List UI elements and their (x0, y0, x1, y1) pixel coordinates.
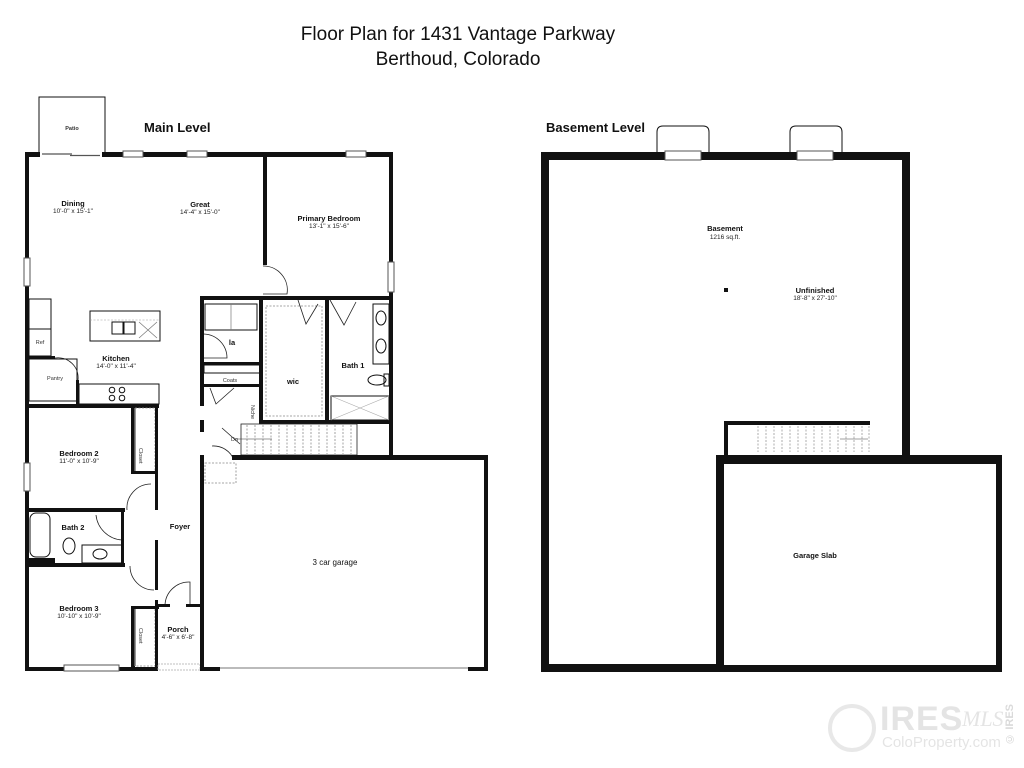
counter-range (78, 383, 160, 405)
basement-level-label: Basement Level (546, 120, 645, 135)
toilet (367, 374, 387, 386)
window (122, 150, 144, 158)
ref-label: Ref (36, 340, 45, 346)
kitchen-island (89, 310, 161, 342)
window (387, 261, 395, 293)
window-well (789, 125, 843, 153)
door-swing (164, 581, 191, 607)
niche-label: Niche (249, 405, 255, 419)
bedroom2-dims: 11'-0" x 10'-9" (59, 458, 99, 465)
support-post (724, 288, 728, 292)
dining-dims: 10'-0" x 15'-1" (53, 208, 94, 215)
porch-label: Porch (167, 625, 189, 634)
window (23, 462, 31, 492)
patio-label: Patio (65, 126, 79, 132)
bedroom2-label: Bedroom 2 (59, 449, 98, 458)
basement-level: Basement Level Basement 1216 sq.ft. Unfi… (541, 120, 1002, 672)
door-swing (329, 299, 357, 326)
window (345, 150, 367, 158)
main-level: Main Level Patio Dining 10'-0" x 15'-1" … (23, 96, 488, 672)
pantry-label: Pantry (47, 376, 63, 382)
door-swing (209, 387, 235, 405)
window (796, 150, 834, 161)
vanity (81, 544, 123, 564)
door-swing (126, 483, 152, 511)
porch-dims: 4'-6" x 6'-8" (162, 634, 195, 641)
window (23, 257, 31, 287)
ires-watermark: IRES MLS ColoProperty.com © IRES (826, 698, 1022, 764)
laundry-label: la (229, 338, 236, 347)
basement-label: Basement (707, 224, 743, 233)
primary-bedroom-dims: 13'-1" x 15'-6" (309, 223, 350, 230)
wall (25, 152, 29, 670)
dining-label: Dining (61, 199, 85, 208)
door-swing (262, 265, 288, 295)
primary-bedroom-label: Primary Bedroom (298, 214, 361, 223)
coats-label: Coats (223, 378, 238, 384)
watermark-copyright: © IRES (1004, 704, 1016, 745)
foyer-label: Foyer (170, 522, 191, 531)
porch-step (157, 663, 201, 671)
stairs (240, 423, 358, 456)
wall (25, 404, 159, 408)
door-swing (95, 514, 123, 541)
main-level-label: Main Level (144, 120, 210, 135)
garage-label: 3 car garage (313, 558, 358, 567)
bath2-label: Bath 2 (62, 523, 85, 532)
door-swing (54, 357, 79, 381)
sink (111, 321, 124, 335)
door-swing (203, 333, 228, 359)
window (186, 150, 208, 158)
kitchen-label: Kitchen (102, 354, 130, 363)
garage-step (204, 462, 237, 484)
stairs-down-label: Dn (231, 437, 238, 443)
refrigerator (28, 298, 52, 330)
door-swing (297, 299, 319, 325)
unfinished-dims: 18'-8" x 27'-10" (793, 295, 837, 302)
window (63, 664, 120, 672)
bedroom3-label: Bedroom 3 (59, 604, 98, 613)
wall (200, 296, 392, 300)
wall (389, 152, 393, 455)
wall (25, 152, 393, 157)
shower (330, 395, 390, 421)
watermark-brand: IRES (880, 700, 964, 738)
house-logo-icon (828, 704, 876, 752)
great-dims: 14'-4" x 15'-0" (180, 209, 221, 216)
vanity (372, 303, 390, 365)
closet3-label: Closet (137, 628, 143, 644)
bath1-label: Bath 1 (342, 361, 365, 370)
basement-area: 1216 sq.ft. (710, 234, 741, 241)
bathtub (29, 512, 51, 558)
stairs (757, 426, 870, 452)
wic-shelving (265, 305, 323, 417)
plan-title: Floor Plan for 1431 Vantage Parkway (300, 24, 616, 45)
watermark-suffix: MLS (962, 706, 1004, 731)
watermark-site: ColoProperty.com (882, 734, 1001, 751)
wic-label: wic (286, 377, 299, 386)
closet2-label: Closet (137, 448, 143, 464)
plan-location: Berthoud, Colorado (375, 49, 541, 70)
bedroom3-dims: 10'-10" x 10'-9" (57, 613, 101, 620)
kitchen-dims: 14'-0" x 11'-4" (96, 363, 136, 370)
wall (263, 155, 267, 265)
window (664, 150, 702, 161)
window-well (656, 125, 710, 153)
garage-slab-label: Garage Slab (793, 551, 837, 560)
great-label: Great (190, 200, 210, 209)
unfinished-label: Unfinished (796, 286, 835, 295)
door-swing (129, 565, 155, 591)
toilet (62, 537, 76, 555)
